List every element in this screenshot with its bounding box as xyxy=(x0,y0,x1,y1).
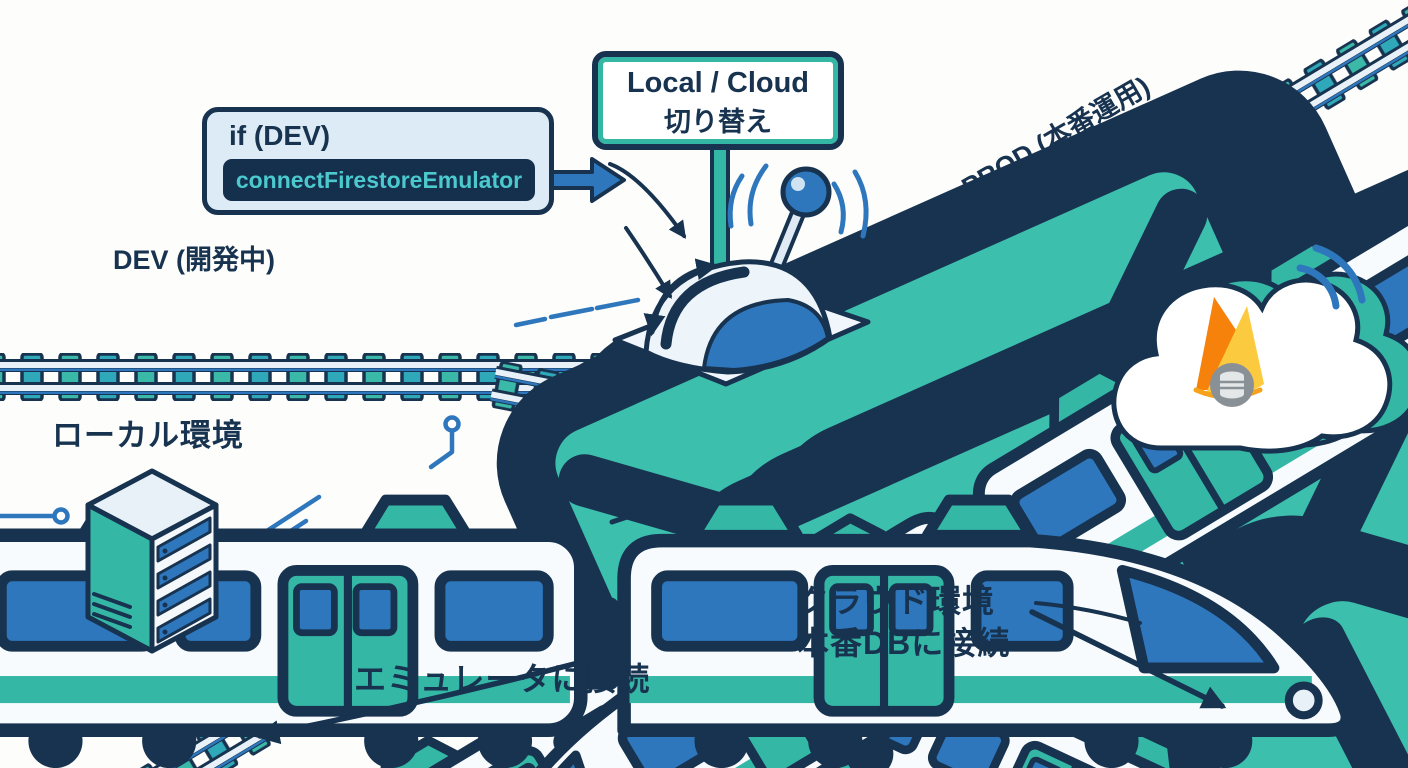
cloud-env-line2: 本番DBに接続 xyxy=(797,625,1011,662)
cloud-env-line1: クラウド環境 xyxy=(797,583,996,619)
wifi-waves-icon xyxy=(1296,244,1366,310)
flow-arrows xyxy=(255,157,1227,745)
arrow-to-switch-2 xyxy=(624,226,672,300)
server-slats xyxy=(156,516,212,644)
sign-line2: 切り替え xyxy=(664,107,772,137)
lever-dome-inner xyxy=(702,298,830,372)
code-function-pill: connectFirestoreEmulator xyxy=(223,159,535,201)
lever-knob xyxy=(780,166,832,218)
sign-pole xyxy=(710,144,730,268)
database-icon xyxy=(1210,363,1254,407)
arrow-cloud-direction xyxy=(1029,609,1227,709)
dev-track-label: DEV (開発中) xyxy=(113,245,275,275)
code-condition: if (DEV) xyxy=(229,120,331,151)
signboard: Local / Cloud 切り替え xyxy=(592,51,844,150)
local-env-label: ローカル環境 xyxy=(52,418,244,453)
server-icon xyxy=(85,468,219,654)
arrow-junction xyxy=(609,495,683,525)
cloud-icon xyxy=(1111,244,1408,454)
arrow-to-switch-1 xyxy=(608,162,687,239)
emulator-connect-label: エミュレータに接続 xyxy=(354,661,651,697)
switch-lever-icon xyxy=(612,144,871,387)
arrow-emulator-direction xyxy=(255,660,581,745)
code-snippet-box: if (DEV) connectFirestoreEmulator xyxy=(202,107,554,215)
lever-motion-arcs xyxy=(727,163,869,239)
cloud-env-label: クラウド環境 本番DBに接続 xyxy=(797,580,1010,664)
sign-line1: Local / Cloud xyxy=(626,67,810,99)
train-motion-line xyxy=(1034,601,1142,625)
